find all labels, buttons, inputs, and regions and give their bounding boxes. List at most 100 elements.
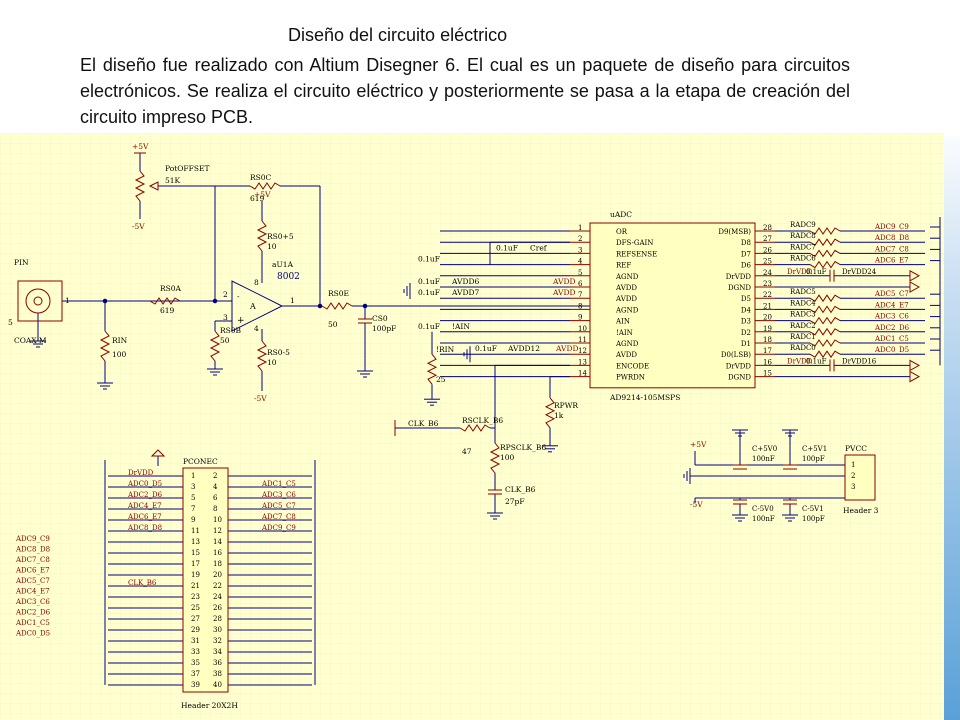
radc-name: RADC1 — [790, 333, 816, 341]
pconec-left-num: 25 — [191, 604, 200, 612]
avdd6-label: AVDD6 — [451, 277, 479, 286]
adc-right-pin-name: D4 — [741, 306, 752, 314]
rs0e-name: RS0E — [328, 289, 349, 298]
left-net-list-item: ADC1_C5 — [15, 619, 50, 627]
rs0a-value: 619 — [160, 306, 175, 315]
rs0a-resistor — [149, 297, 181, 305]
pconec-left-num: 7 — [191, 505, 195, 513]
rs0neg-resistor — [256, 340, 268, 372]
slide-paragraph: El diseño fue realizado con Altium Diseg… — [80, 55, 850, 127]
pin-type: COAX-M — [14, 336, 47, 345]
rpsclk-name: RPSCLK_B6 — [500, 443, 546, 452]
adc-left-pin-name: AVDD — [615, 351, 637, 359]
pconec-right-num: 18 — [213, 560, 222, 568]
adc-name: uADC — [610, 210, 632, 219]
drvdd-arrow — [909, 269, 921, 282]
pconec-left-net: ADC6_E7 — [127, 513, 162, 521]
opamp-supply-pos: +5V — [254, 190, 271, 199]
radc-resistor — [809, 339, 841, 347]
dgnd-arrow — [909, 281, 921, 293]
rs0pos-name: RS0+5 — [267, 232, 294, 241]
pconec-right-net: ADC3_C6 — [261, 491, 296, 499]
pconec-left-num: 39 — [191, 681, 200, 689]
pconec-body — [182, 467, 229, 693]
opamp-body — [231, 280, 284, 332]
adc-right-pin-name: D0(LSB) — [721, 351, 751, 359]
pot-name: PotOFFSET — [165, 164, 209, 173]
adc-net-label: ADC4_E7 — [874, 301, 909, 309]
adc-left-pin-num: 3 — [578, 246, 582, 254]
rin-ground — [97, 382, 113, 390]
adc-left-pin-num: 5 — [578, 269, 582, 277]
rin-value: 100 — [112, 350, 127, 359]
clkc-capacitor — [488, 489, 502, 495]
left-net-list-item: ADC7_C8 — [15, 556, 50, 564]
pvcc-ground — [683, 468, 691, 484]
adc-net-label: ADC9_C9 — [874, 223, 909, 231]
radc-resistor — [809, 350, 841, 359]
adc-chip-body — [589, 222, 756, 389]
radc-resistor — [809, 260, 841, 269]
adc-right-pin-num: 25 — [763, 258, 772, 266]
pconec-left-num: 21 — [191, 582, 200, 590]
pvcc-capacitor — [733, 499, 747, 505]
pconec-right-num: 8 — [213, 505, 217, 513]
cs0-value: 100pF — [372, 324, 396, 333]
opamp-supply-neg: -5V — [254, 394, 267, 403]
pconec-name: PCONEC — [183, 457, 218, 466]
adc-left-pin-name: PWRDN — [616, 374, 645, 382]
coax-body — [17, 280, 63, 322]
pin-name: PIN — [14, 258, 29, 267]
opamp-pin-3: 3 — [223, 313, 228, 322]
pot-value: 51K — [165, 176, 181, 185]
adc-net-label: ADC7_C8 — [874, 245, 909, 253]
left-net-list-item: ADC8_D8 — [15, 546, 50, 554]
rin-name: RIN — [112, 336, 128, 345]
pconec-right-num: 2 — [213, 472, 217, 480]
rpwr-resistor — [544, 397, 556, 429]
drvdd-arrow — [909, 359, 921, 372]
adc-right-pin-name: D1 — [741, 340, 751, 348]
cs0-ground — [357, 370, 373, 378]
pconec-right-num: 10 — [213, 516, 222, 524]
pconec-left-num: 1 — [191, 472, 195, 480]
adc-left-pin-num: 2 — [578, 235, 582, 243]
drvdd-cap-value: 0.1uF — [806, 268, 827, 276]
adc-net-label: ADC0_D5 — [874, 346, 909, 354]
pconec-left-num: 37 — [191, 670, 200, 678]
pconec-left-net: DrVDD — [128, 469, 154, 477]
left-net-list-item: ADC0_D5 — [15, 630, 50, 638]
cap-label: 0.1uF — [418, 277, 440, 286]
adc-left-pin-name: DFS-GAIN — [616, 239, 653, 247]
pconec-left-num: 11 — [191, 527, 200, 535]
adc-right-pin-num: 19 — [763, 325, 772, 333]
pconec-right-num: 4 — [213, 483, 218, 491]
pconec-right-num: 34 — [213, 648, 222, 656]
rs0c-resistor — [249, 182, 281, 190]
left-net-list-item: ADC3_C6 — [15, 598, 50, 606]
adc-left-pin-num: 7 — [578, 291, 582, 299]
pvcc-cap-name: C-5V0 — [752, 505, 774, 513]
adc-right-pin-name: D7 — [741, 250, 751, 258]
rpsclk-value: 100 — [500, 453, 515, 462]
adc-left-pin-num: 11 — [578, 336, 587, 344]
pconec-left-num: 19 — [191, 571, 200, 579]
adc-left-pin-name: ENCODE — [616, 362, 649, 370]
coax-ground — [30, 340, 46, 348]
pvcc-cap-value: 100pF — [802, 515, 825, 523]
pconec-right-num: 26 — [213, 604, 222, 612]
adc-right-pin-num: 28 — [763, 224, 772, 232]
rs0b-ground — [207, 368, 223, 376]
pconec-right-net: ADC9_C9 — [261, 524, 296, 532]
opamp-part: 8002 — [277, 272, 300, 282]
dgnd-arrow — [909, 370, 921, 383]
radc-name: RADC6 — [790, 255, 816, 263]
adc-right-pin-num: 23 — [763, 280, 772, 288]
clk-net: CLK_B6 — [408, 419, 439, 428]
pconec-left-net: CLK_B6 — [128, 579, 157, 587]
adc-right-pin-num: 27 — [763, 235, 772, 243]
pconec-left-num: 27 — [191, 615, 200, 623]
adc-right-pin-num: 22 — [763, 291, 772, 299]
radc-name: RADC4 — [790, 299, 816, 307]
adc-left-pin-name: OR — [616, 228, 628, 236]
